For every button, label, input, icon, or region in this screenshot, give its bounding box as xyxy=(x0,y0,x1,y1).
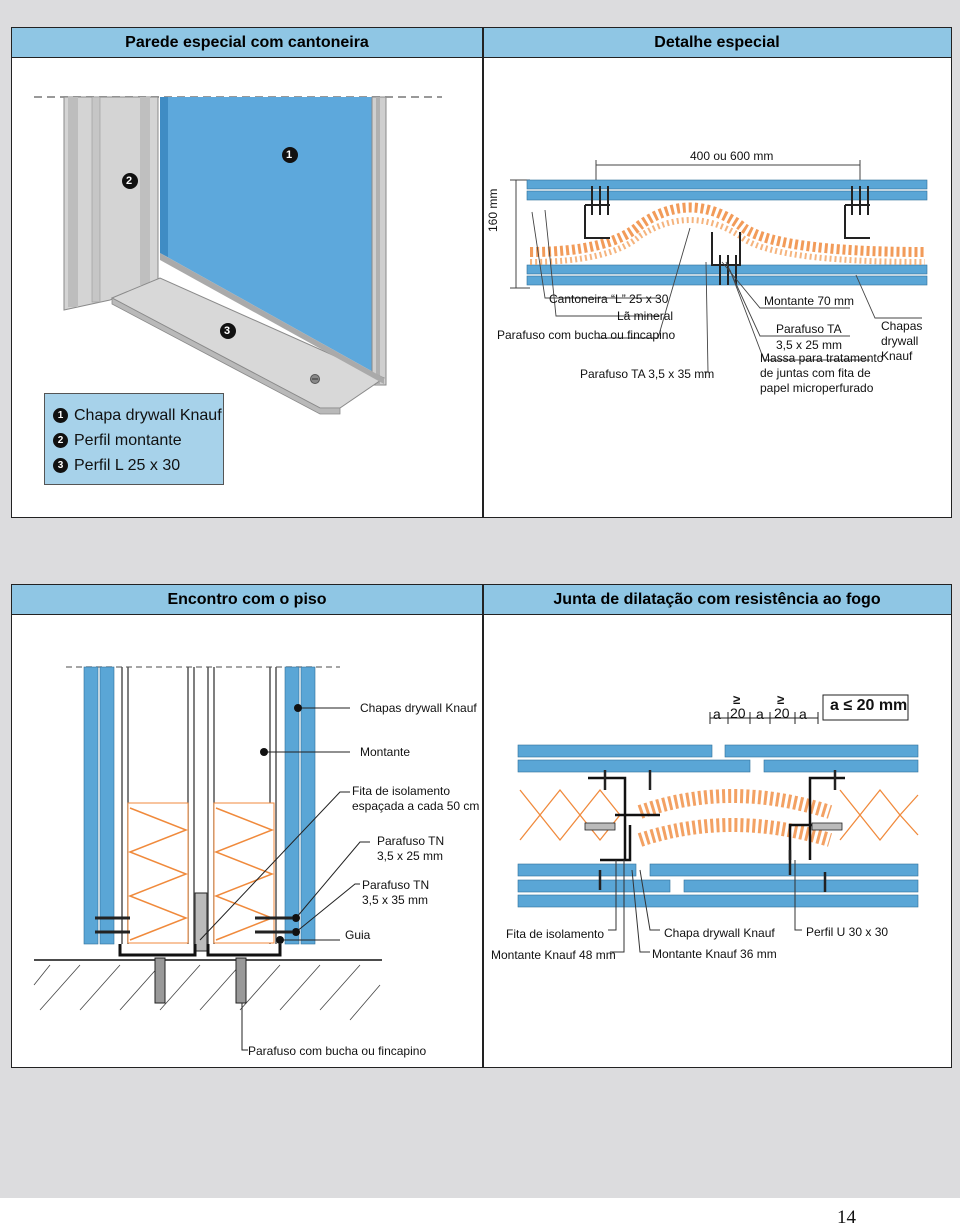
label-parafuso-ta35: Parafuso TA 3,5 x 35 mm xyxy=(580,367,715,381)
legend-text-3: Perfil L 25 x 30 xyxy=(74,456,181,474)
label-montante70: Montante 70 mm xyxy=(764,294,855,308)
legend-text-1: Chapa drywall Knauf xyxy=(74,406,222,424)
floor-label-montante: Montante xyxy=(360,745,411,759)
expansion-joint-drawing xyxy=(517,694,919,953)
joint-label-fita: Fita de isolamento xyxy=(506,927,605,941)
legend-item-2: 2 Perfil montante xyxy=(53,428,223,453)
floor-label-chapas: Chapas drywall Knauf xyxy=(360,701,477,715)
joint-a-1: a xyxy=(713,706,721,722)
top-left-header: Parede especial com cantoneira xyxy=(12,28,483,58)
page-number: 14 xyxy=(837,1207,856,1228)
floor-label-tn25-2: 3,5 x 25 mm xyxy=(377,849,444,863)
floor-junction-drawing xyxy=(33,666,382,1051)
label-chapas-3: Knauf xyxy=(881,349,913,363)
joint-20-1: 20 xyxy=(730,705,746,721)
joint-rule: a ≤ 20 mm xyxy=(830,697,908,714)
label-chapas-1: Chapas xyxy=(881,319,923,333)
bottom-right-title: Junta de dilatação com resistência ao fo… xyxy=(553,590,881,608)
marker-1: 1 xyxy=(286,149,293,161)
top-right-header: Detalhe especial xyxy=(483,28,951,58)
joint-label-chapa: Chapa drywall Knauf xyxy=(664,926,775,940)
marker-3: 3 xyxy=(224,325,231,337)
joint-20-2: 20 xyxy=(774,705,790,721)
joint-label-montante36: Montante Knauf 36 mm xyxy=(652,947,777,961)
floor-label-guia: Guia xyxy=(345,928,371,942)
legend-text-2: Perfil montante xyxy=(74,431,182,449)
bottom-right-header: Junta de dilatação com resistência ao fo… xyxy=(483,585,951,615)
bottom-divider xyxy=(482,585,484,1067)
joint-label-montante48: Montante Knauf 48 mm xyxy=(491,948,616,962)
floor-label-tn35-2: 3,5 x 35 mm xyxy=(362,893,429,907)
marker-2: 2 xyxy=(126,175,133,187)
floor-label-fita-2: espaçada a cada 50 cm xyxy=(352,799,480,813)
special-detail-drawing xyxy=(510,160,928,373)
label-massa-3: papel microperfurado xyxy=(760,381,874,395)
top-left-title: Parede especial com cantoneira xyxy=(125,33,369,51)
label-massa-1: Massa para tratamento xyxy=(760,351,884,365)
joint-a-2: a xyxy=(756,706,764,722)
legend-num-1: 1 xyxy=(53,408,68,423)
legend-item-1: 1 Chapa drywall Knauf xyxy=(53,403,223,428)
label-parafuso-bucha: Parafuso com bucha ou fincapino xyxy=(497,328,676,342)
legend-item-3: 3 Perfil L 25 x 30 xyxy=(53,453,223,478)
bottom-left-title: Encontro com o piso xyxy=(167,590,327,608)
top-divider xyxy=(482,28,484,517)
joint-ge-1: ≥ xyxy=(733,692,741,707)
dim-width: 400 ou 600 mm xyxy=(690,149,774,163)
joint-label-perfil-u: Perfil U 30 x 30 xyxy=(806,925,889,939)
floor-label-bucha: Parafuso com bucha ou fincapino xyxy=(248,1044,427,1058)
floor-label-fita-1: Fita de isolamento xyxy=(352,784,451,798)
corner-wall-illustration xyxy=(34,96,442,415)
label-chapas-2: drywall xyxy=(881,334,919,348)
legend-num-2: 2 xyxy=(53,433,68,448)
label-parafuso-ta-2: 3,5 x 25 mm xyxy=(776,338,843,352)
label-cantoneira: Cantoneira “L” 25 x 30 xyxy=(549,292,669,306)
joint-ge-2: ≥ xyxy=(777,692,785,707)
floor-label-tn25-1: Parafuso TN xyxy=(377,834,445,848)
floor-label-tn35-1: Parafuso TN xyxy=(362,878,430,892)
label-parafuso-ta-1: Parafuso TA xyxy=(776,322,842,336)
joint-a-3: a xyxy=(799,706,807,722)
bottom-left-header: Encontro com o piso xyxy=(12,585,483,615)
label-la-mineral: Lã mineral xyxy=(617,309,674,323)
legend-num-3: 3 xyxy=(53,458,68,473)
label-massa-2: de juntas com fita de xyxy=(760,366,871,380)
top-right-title: Detalhe especial xyxy=(654,33,780,51)
